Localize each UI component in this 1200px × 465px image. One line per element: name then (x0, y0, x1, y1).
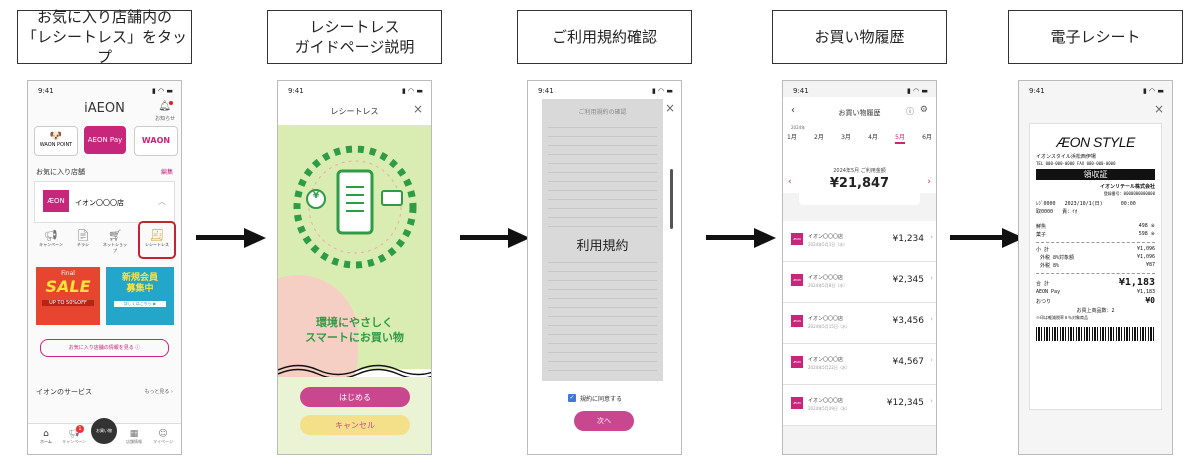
waon-point-tile[interactable]: 🐶WAON POINT (34, 126, 78, 156)
history-row[interactable]: ÆON イオン〇〇〇店 2024年5月8日（水） ¥2,345 › (783, 262, 936, 303)
chevron-up-icon[interactable]: ︿ (158, 197, 166, 206)
close-icon[interactable]: × (412, 102, 423, 116)
phone-2-screen: 9:41▮ ◠ ▬ レシートレス × ¥ 環境にやさしく スマートにお買い物 (277, 80, 432, 455)
more-link[interactable]: もっと見る › (144, 389, 173, 395)
guide-hero: ¥ 環境にやさしく スマートにお買い物 (278, 125, 431, 415)
notification-label: お知らせ (155, 116, 175, 122)
back-icon[interactable]: ‹ (791, 105, 795, 116)
year-label: 2024年 (791, 125, 806, 130)
edit-link[interactable]: 編集 (160, 169, 173, 176)
amount: ¥2,345 (892, 275, 925, 285)
tab-month-6[interactable]: 6月 (922, 134, 932, 141)
tab-month-4[interactable]: 4月 (868, 134, 878, 141)
chevron-right-icon: › (930, 233, 933, 241)
store-logo: ÆON (791, 274, 803, 286)
amount: ¥1,234 (892, 234, 925, 244)
barcode (1036, 327, 1155, 341)
tab-month-2[interactable]: 2月 (814, 134, 824, 141)
history-row[interactable]: ÆON イオン〇〇〇店 2024年5月15日（水） ¥3,456 › (783, 303, 936, 344)
chevron-right-icon: › (930, 356, 933, 364)
history-row[interactable]: ÆON イオン〇〇〇店 2024年5月29日（水） ¥12,345 › (783, 385, 936, 426)
history-title: お買い物履歴 (838, 109, 881, 117)
history-row[interactable]: ÆON イオン〇〇〇店 2024年5月1日（水） ¥1,234 › (783, 221, 936, 262)
next-month-icon[interactable]: › (927, 177, 931, 187)
nav-badge: 1 (76, 425, 84, 433)
summary-card: 2024年5月 ご利用金額 ¥21,847 (799, 159, 920, 205)
phone-4-screen: 9:41▮ ◠ ▬ ‹ お買い物履歴 ⓘ ⚙ 2024年 1月 2月 3月 4月… (782, 80, 937, 455)
tab-month-1[interactable]: 1月 (787, 134, 797, 141)
gear-icon[interactable]: ⚙ (919, 105, 928, 115)
month-tabs: 1月 2月 3月 4月 5月 6月 (787, 132, 932, 144)
history-row[interactable]: ÆON イオン〇〇〇店 2024年5月22日（水） ¥4,567 › (783, 344, 936, 385)
sale-banner[interactable]: Final SALE UP TO 50%OFF (36, 267, 100, 325)
step-1-title: お気に入り店舗内の 「レシートレス」をタップ (17, 8, 192, 66)
start-button[interactable]: はじめる (300, 387, 410, 407)
phone-5-screen: 9:41▮ ◠ ▬ × ÆON STYLE イオンスタイル浜松西伊場 TEL 0… (1018, 80, 1173, 455)
chevron-right-icon: › (930, 274, 933, 282)
store-logo: ÆON (791, 315, 803, 327)
scrollbar[interactable] (670, 169, 673, 229)
nav-campaign[interactable]: 📢︎キャンペーン 1 (62, 425, 86, 444)
terms-overlay-label: 利用規約 (542, 233, 663, 256)
next-button[interactable]: 次へ (574, 411, 634, 431)
bottom-nav: ⌂ホーム 📢︎キャンペーン 1 お買い物 ▦店舗情報 ☺マイページ (28, 418, 181, 454)
aeon-pay-tile[interactable]: AEON Pay (84, 126, 126, 154)
agree-checkbox[interactable]: ✓ (568, 394, 576, 402)
amount: ¥4,567 (892, 357, 925, 367)
guide-title: レシートレス (330, 107, 379, 116)
store-logo: ÆON (791, 233, 803, 245)
terms-doc-title: ご利用規約の確認 (578, 109, 627, 116)
app-logo: iAEON (84, 101, 125, 116)
store-logo: ÆON (43, 190, 69, 212)
flyer-shortcut[interactable]: 📄︎チラシ (76, 229, 90, 247)
help-icon[interactable]: ⓘ (906, 107, 914, 116)
step-3-title: ご利用規約確認 (517, 10, 692, 64)
nav-store-info[interactable]: ▦店舗情報 (126, 429, 142, 444)
tab-month-3[interactable]: 3月 (841, 134, 851, 141)
chevron-right-icon: › (930, 315, 933, 323)
store-logo: ÆON (791, 397, 803, 409)
leaf-wreath-illustration (293, 145, 417, 269)
new-member-banner[interactable]: 新規会員 募集中 詳しくはこちら ▶ (106, 267, 174, 325)
guide-heading: 環境にやさしく スマートにお買い物 (305, 316, 404, 344)
receipt-title: 領収証 (1036, 169, 1155, 180)
chevron-right-icon: › (930, 397, 933, 405)
tab-month-5[interactable]: 5月 (895, 132, 905, 144)
close-icon[interactable]: × (664, 101, 675, 115)
netshop-shortcut[interactable]: 🛒︎ネットショップ (103, 229, 127, 253)
amount: ¥3,456 (892, 316, 925, 326)
prev-month-icon[interactable]: ‹ (788, 177, 792, 187)
close-icon[interactable]: × (1153, 102, 1164, 116)
phone-3-screen: 9:41▮ ◠ ▬ × ご利用規約の確認 利用規約 ✓ 規約に同意する 次へ (527, 80, 682, 455)
status-icons: ▮ ◠ ▬ (151, 87, 173, 95)
amount: ¥12,345 (886, 398, 924, 408)
cancel-button[interactable]: キャンセル (300, 415, 410, 435)
summary-amount: ¥21,847 (829, 176, 890, 191)
store-logo: ÆON (791, 356, 803, 368)
store-card[interactable]: ÆON イオン〇〇〇店 ︿ (34, 181, 175, 223)
receipt-brand: ÆON STYLE (1056, 134, 1135, 150)
store-info-button[interactable]: お気に入り店舗の情報を見る ⓘ (40, 339, 169, 357)
receipt-total: ¥1,183 (1118, 277, 1155, 288)
nav-shopping[interactable]: お買い物 (91, 418, 117, 444)
waon-tile[interactable]: WAON (134, 126, 178, 156)
receipt: ÆON STYLE イオンスタイル浜松西伊場 TEL 000-000-0000 … (1029, 123, 1162, 410)
yen-icon: ¥ (312, 191, 320, 201)
terms-document[interactable]: ご利用規約の確認 利用規約 (542, 99, 663, 381)
agree-label: 規約に同意する (580, 396, 623, 403)
step-5-title: 電子レシート (1008, 10, 1183, 64)
step-2-title: レシートレス ガイドページ説明 (267, 10, 442, 64)
step-4-title: お買い物履歴 (772, 10, 947, 64)
nav-home[interactable]: ⌂ホーム (40, 429, 52, 444)
phone-1-screen: 9:41 ▮ ◠ ▬ iAEON 🔔︎ お知らせ 🐶WAON POINT AEON… (27, 80, 182, 455)
notification-bell-icon[interactable]: 🔔︎ (158, 101, 173, 112)
services-label: イオンのサービス (36, 388, 92, 396)
receiptless-shortcut[interactable]: 🧾︎レシートレス (138, 221, 176, 259)
nav-mypage[interactable]: ☺マイページ (153, 429, 173, 444)
favorites-label: お気に入り店舗 (36, 168, 85, 176)
history-list: ÆON イオン〇〇〇店 2024年5月1日（水） ¥1,234 › ÆON イオ… (783, 221, 936, 426)
status-time: 9:41 (38, 87, 54, 95)
store-name: イオン〇〇〇店 (75, 199, 124, 207)
campaign-shortcut[interactable]: 📢︎キャンペーン (39, 229, 63, 247)
